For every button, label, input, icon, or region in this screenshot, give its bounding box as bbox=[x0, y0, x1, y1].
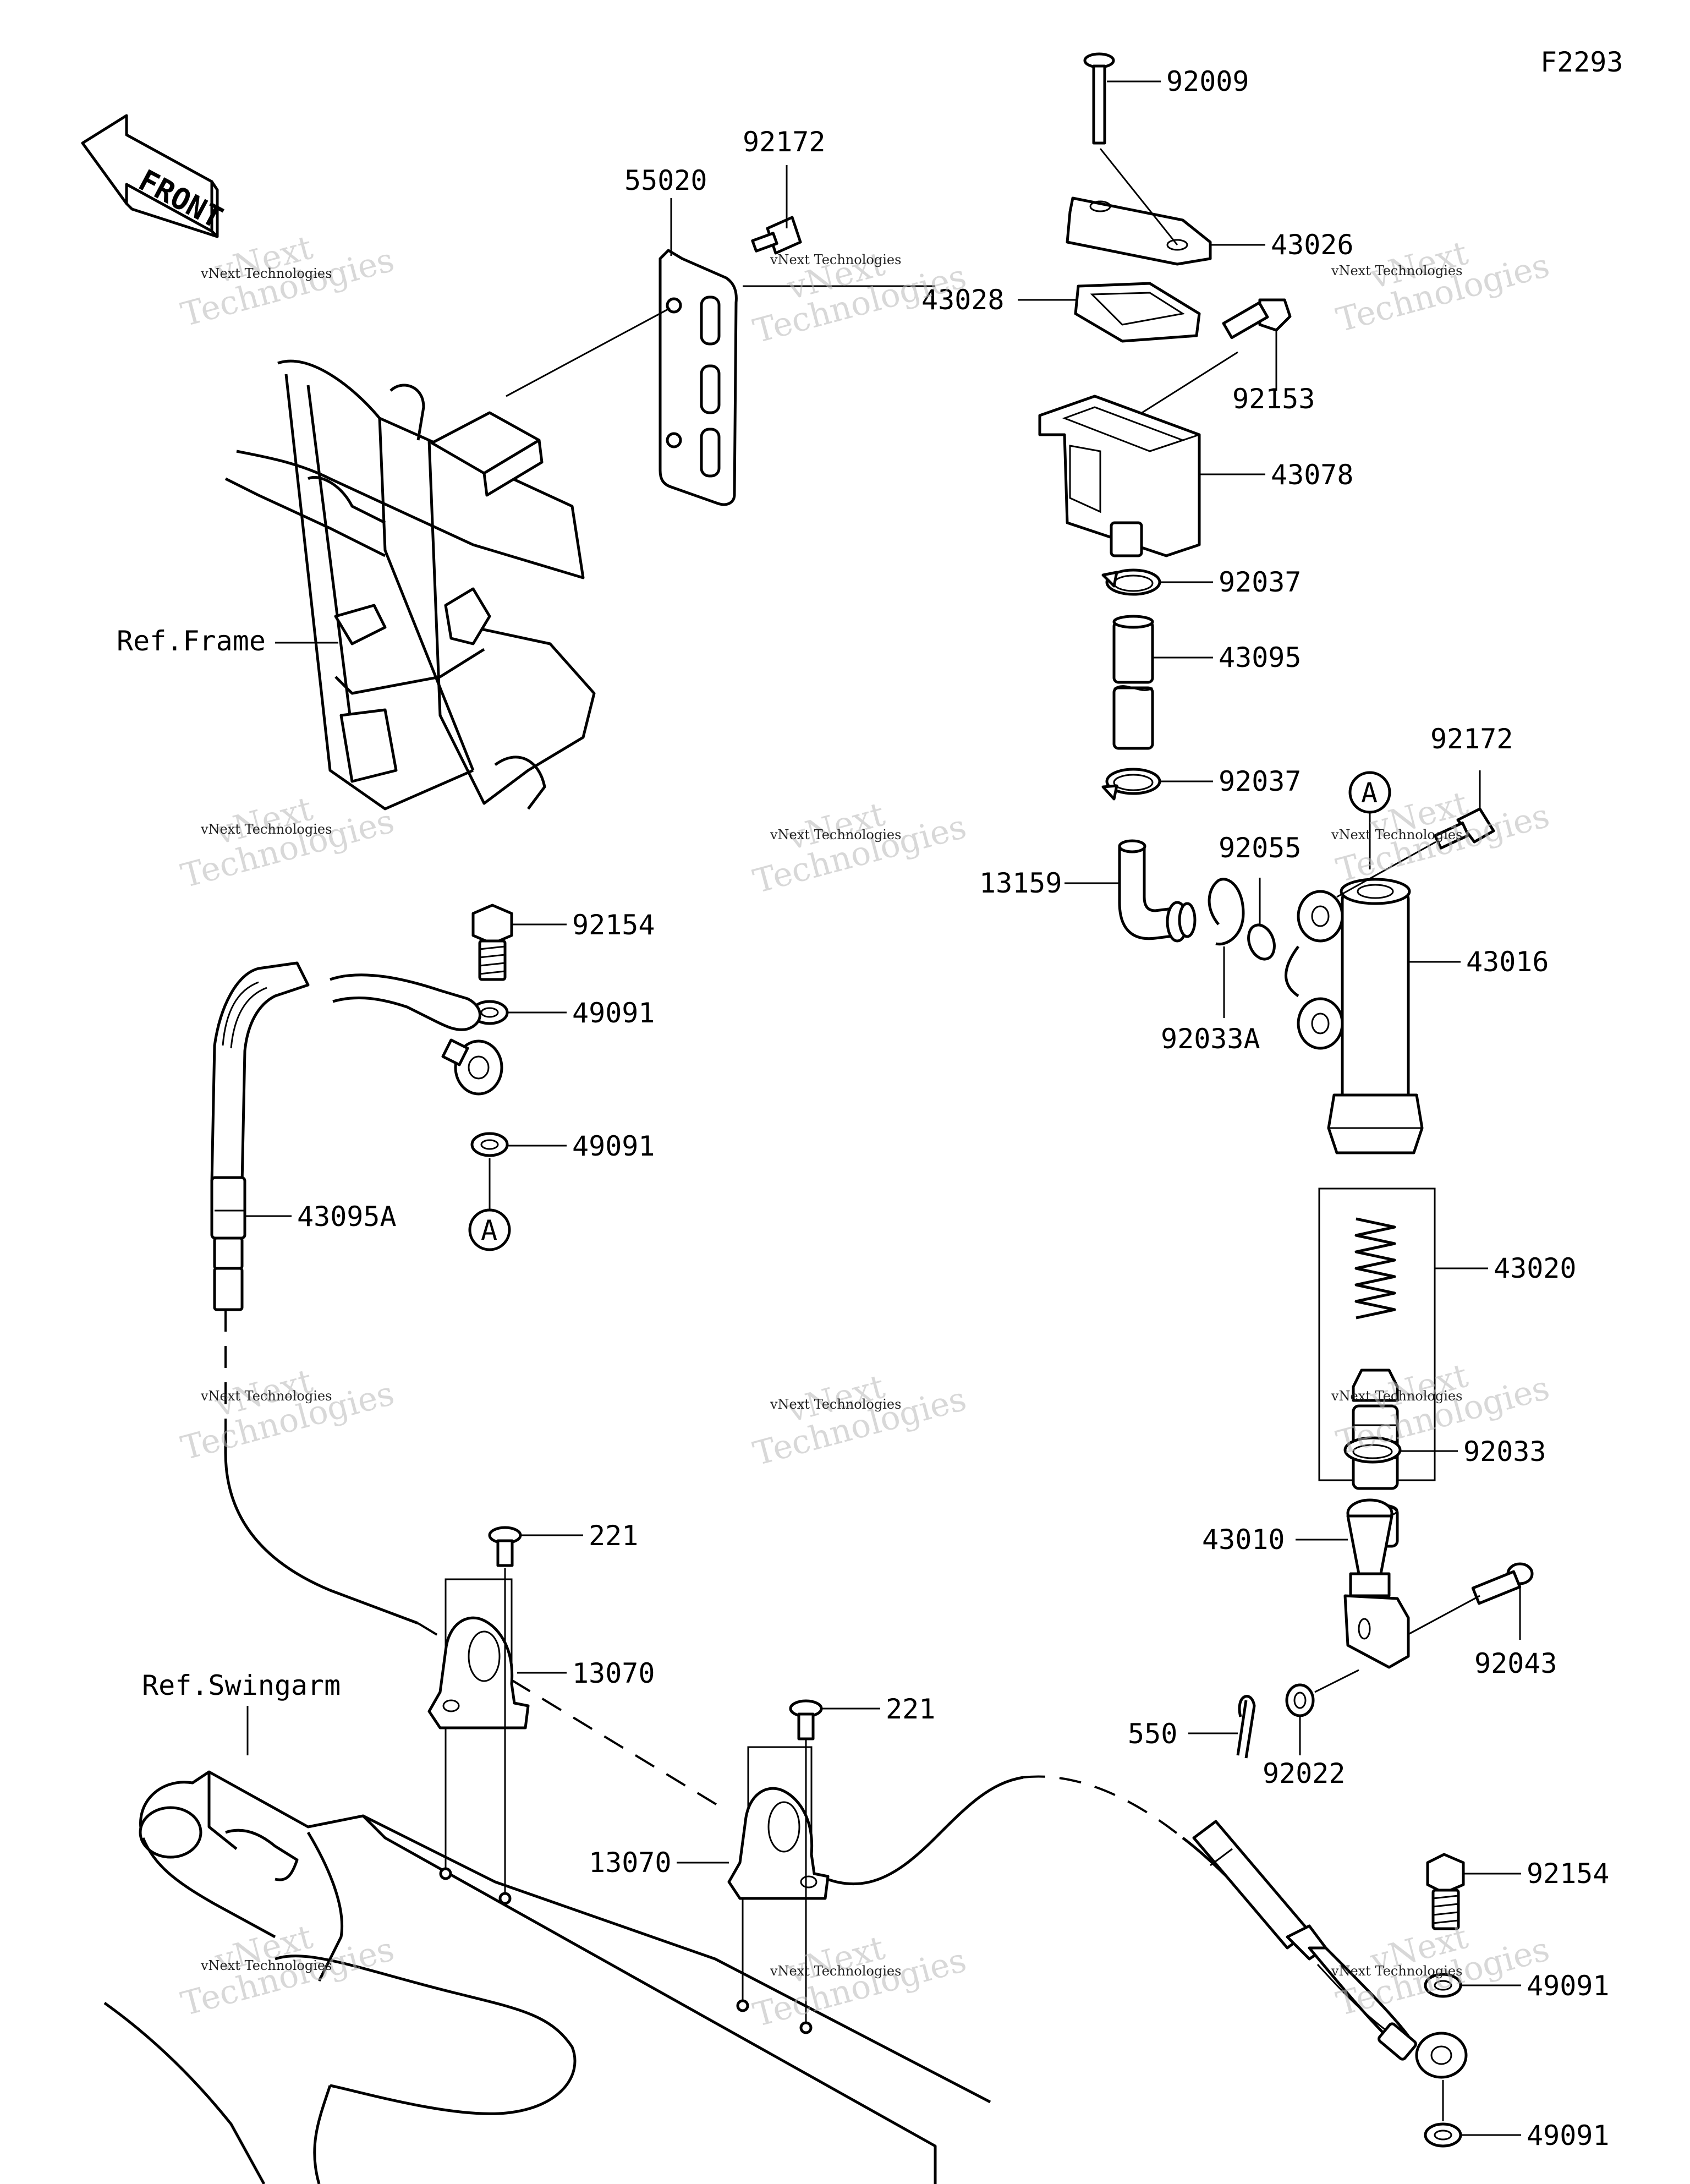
watermark-small-8: vNext Technologies bbox=[770, 1397, 901, 1412]
washer-49091-d bbox=[1424, 2122, 1462, 2148]
label-49091-b: 49091 bbox=[572, 1130, 655, 1162]
hose-upper-end bbox=[210, 961, 503, 1311]
hose-43095 bbox=[1112, 615, 1154, 750]
bolt-92172-top bbox=[751, 216, 802, 255]
diagram-code: F2293 bbox=[1540, 46, 1623, 78]
ref-swingarm-label: Ref.Swingarm bbox=[142, 1670, 341, 1701]
hose-guide-13070-b bbox=[727, 1746, 830, 1900]
bolt-92172-right bbox=[1434, 807, 1495, 850]
reservoir-43078 bbox=[1038, 395, 1201, 557]
label-92172-right: 92172 bbox=[1430, 723, 1513, 755]
screw-221-a bbox=[488, 1526, 522, 1567]
banjo-bolt-92154-bottom bbox=[1426, 1853, 1465, 1930]
watermark-small-7: vNext Technologies bbox=[200, 1388, 332, 1404]
label-92043: 92043 bbox=[1474, 1647, 1557, 1679]
label-92154-bottom: 92154 bbox=[1527, 1858, 1610, 1890]
watermark-small-11: vNext Technologies bbox=[770, 1963, 901, 1979]
label-13070-a: 13070 bbox=[572, 1657, 655, 1689]
label-92009: 92009 bbox=[1166, 65, 1249, 97]
watermark-small-10: vNext Technologies bbox=[200, 1958, 332, 1973]
callout-a-bottom bbox=[468, 1208, 511, 1251]
label-92153: 92153 bbox=[1232, 383, 1315, 415]
circlip-92033 bbox=[1343, 1436, 1402, 1464]
circlip-92033A bbox=[1208, 878, 1245, 946]
watermark-small-4: vNext Technologies bbox=[200, 822, 332, 837]
banjo-bolt-92154-top bbox=[471, 904, 513, 981]
watermark-small-3: vNext Technologies bbox=[1331, 263, 1462, 278]
label-43020: 43020 bbox=[1494, 1252, 1577, 1284]
label-13070-b: 13070 bbox=[589, 1847, 672, 1879]
hose-lower-end bbox=[1192, 1820, 1468, 2079]
label-43028: 43028 bbox=[921, 284, 1005, 316]
label-43026: 43026 bbox=[1271, 229, 1354, 261]
label-43078: 43078 bbox=[1271, 459, 1354, 491]
cotter-pin-550 bbox=[1236, 1695, 1256, 1759]
label-49091-a: 49091 bbox=[572, 997, 655, 1029]
push-rod-43010 bbox=[1343, 1498, 1410, 1669]
front-arrow-icon: FRONT bbox=[81, 114, 228, 238]
master-cylinder-43016 bbox=[1285, 878, 1424, 1154]
label-92037-bottom: 92037 bbox=[1219, 765, 1302, 797]
pin-92043 bbox=[1471, 1562, 1534, 1605]
label-221-b: 221 bbox=[886, 1693, 935, 1725]
callout-a-bottom-text: A bbox=[481, 1214, 497, 1246]
watermark-small-5: vNext Technologies bbox=[770, 827, 901, 842]
label-92037-top: 92037 bbox=[1219, 566, 1302, 598]
label-13159: 13159 bbox=[979, 867, 1062, 899]
watermark-small-9: vNext Technologies bbox=[1331, 1388, 1462, 1404]
diaphragm-43028 bbox=[1074, 282, 1201, 343]
swingarm-reference bbox=[103, 1770, 991, 2184]
label-92055: 92055 bbox=[1219, 832, 1302, 864]
label-92033: 92033 bbox=[1463, 1436, 1546, 1468]
o-ring-92055 bbox=[1247, 923, 1276, 961]
watermark-small-6: vNext Technologies bbox=[1331, 827, 1462, 842]
label-92172-top: 92172 bbox=[743, 126, 826, 158]
label-43016: 43016 bbox=[1466, 946, 1549, 978]
label-221-a: 221 bbox=[589, 1520, 638, 1552]
clamp-92037-bottom bbox=[1101, 768, 1161, 801]
callout-a-top-text: A bbox=[1361, 777, 1378, 809]
label-92033A: 92033A bbox=[1161, 1023, 1260, 1055]
label-550: 550 bbox=[1128, 1718, 1177, 1750]
label-55020: 55020 bbox=[624, 165, 707, 196]
label-43010: 43010 bbox=[1202, 1524, 1285, 1556]
watermark-small-12: vNext Technologies bbox=[1331, 1963, 1462, 1979]
hose-fitting-13159 bbox=[1118, 839, 1197, 943]
bolt-92153 bbox=[1222, 298, 1292, 340]
watermark-small-2: vNext Technologies bbox=[770, 252, 901, 267]
label-92154-top: 92154 bbox=[572, 909, 655, 941]
washer-92022 bbox=[1285, 1683, 1315, 1717]
screw-221-b bbox=[789, 1699, 823, 1740]
label-43095: 43095 bbox=[1219, 642, 1302, 674]
screw-92009 bbox=[1083, 52, 1115, 145]
hose-guide-13070-a bbox=[427, 1578, 530, 1729]
washer-49091-b bbox=[470, 1132, 509, 1157]
label-49091-c: 49091 bbox=[1527, 1970, 1610, 2002]
watermark-small-1: vNext Technologies bbox=[200, 266, 332, 281]
frame-reference bbox=[224, 359, 596, 811]
reservoir-bracket-55020 bbox=[659, 249, 738, 506]
clamp-92037-top bbox=[1101, 568, 1161, 596]
label-92022: 92022 bbox=[1263, 1758, 1346, 1789]
ref-frame-label: Ref.Frame bbox=[117, 625, 266, 657]
label-49091-d: 49091 bbox=[1527, 2120, 1610, 2152]
reservoir-cap-43026 bbox=[1066, 196, 1212, 266]
label-43095A: 43095A bbox=[297, 1201, 397, 1233]
